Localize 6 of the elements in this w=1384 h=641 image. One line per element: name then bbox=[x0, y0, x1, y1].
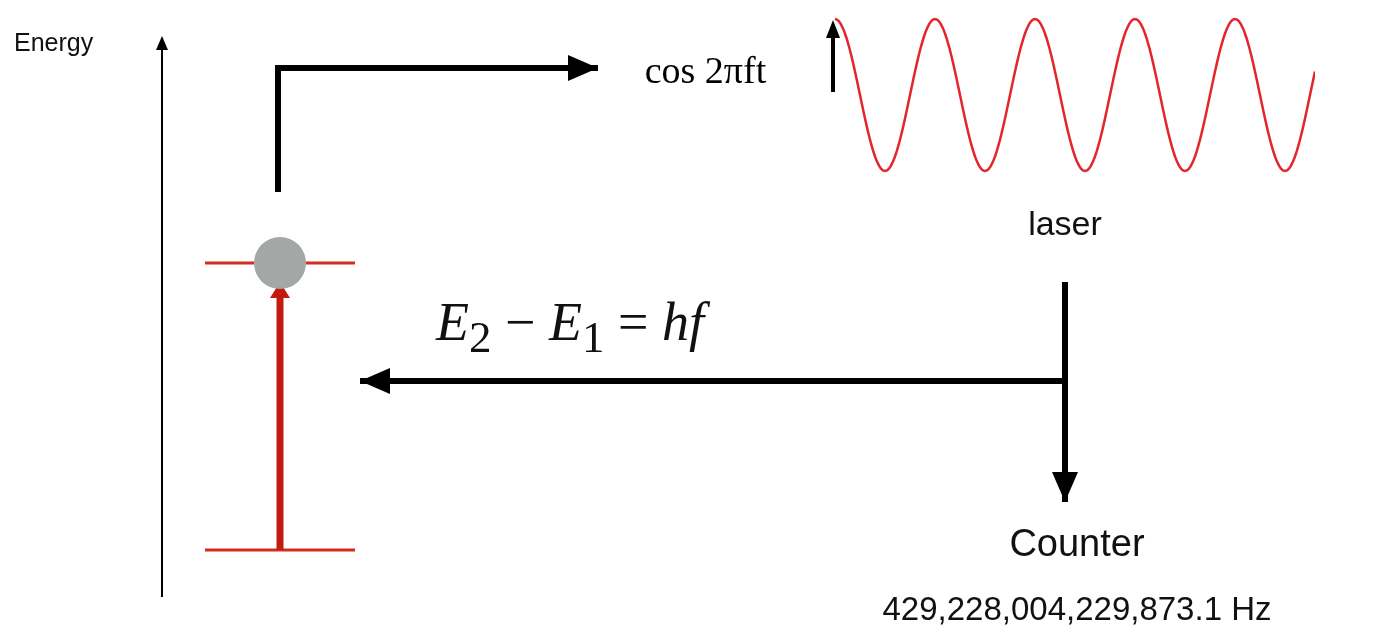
frequency-value: 429,228,004,229,873.1 Hz bbox=[881, 590, 1273, 628]
arrow bbox=[275, 55, 598, 192]
formula-label: cos 2πft bbox=[598, 42, 813, 98]
axis-label: Energy bbox=[14, 28, 94, 57]
node-label: Counter bbox=[1008, 522, 1146, 565]
node-label: laser bbox=[1027, 204, 1103, 243]
